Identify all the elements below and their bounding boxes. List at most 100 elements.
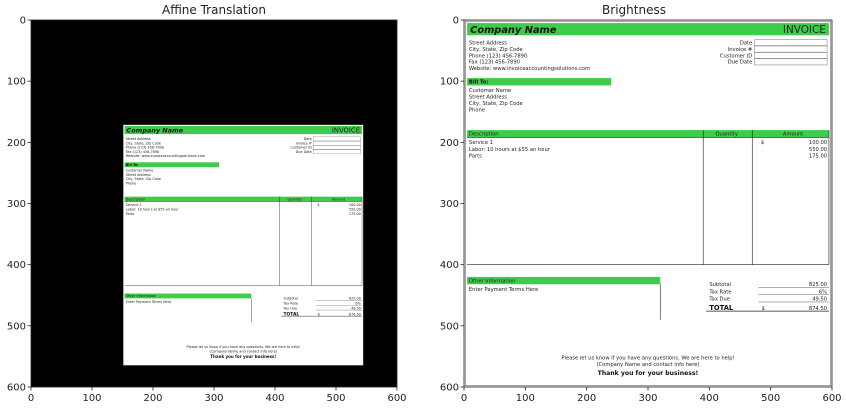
invoice-address-line: City, State, Zip Code bbox=[469, 47, 523, 53]
invoice-total-value: 6% bbox=[819, 289, 827, 295]
invoice-company-name: Company Name bbox=[470, 25, 557, 36]
right-ytick-label: 200 bbox=[440, 138, 459, 149]
invoice-meta-box bbox=[313, 149, 361, 154]
left-ytick-label: 200 bbox=[7, 138, 26, 149]
invoice-table-header-bar bbox=[124, 196, 363, 202]
invoice-billto-line: City, State, Zip Code bbox=[126, 177, 161, 181]
invoice-total-label: Subtotal bbox=[709, 282, 731, 288]
left-xtick-label: 300 bbox=[204, 393, 223, 404]
invoice-billto-line: Street Address bbox=[469, 95, 507, 101]
invoice-meta-box bbox=[754, 52, 828, 59]
invoice-other-label: Other Information bbox=[469, 278, 515, 284]
invoice-footer-thanks: Thank you for your business! bbox=[210, 354, 276, 359]
invoice-footer-line: Please let us know if you have any quest… bbox=[187, 345, 300, 349]
right-xtick-label: 500 bbox=[761, 393, 780, 404]
invoice-total-label: Subtotal bbox=[284, 297, 298, 301]
invoice-address-line: Website: www.invoiceaccountingsolutions.… bbox=[469, 66, 590, 72]
invoice-total-label: Tax Due bbox=[708, 297, 730, 303]
invoice-col-quantity: Quantity bbox=[288, 197, 303, 201]
invoice-billto-line: Customer Name bbox=[469, 88, 511, 94]
invoice-address-line: Street Address bbox=[126, 137, 151, 141]
right-ytick-label: 400 bbox=[440, 260, 459, 271]
invoice-footer-thanks: Thank you for your business! bbox=[598, 370, 699, 377]
invoice-billto-line: City, State, Zip Code bbox=[469, 101, 523, 107]
invoice-grand-total-label: TOTAL bbox=[709, 304, 734, 312]
right-xtick-label: 200 bbox=[577, 393, 596, 404]
invoice-title: INVOICE bbox=[783, 24, 826, 36]
invoice-address-line: Street Address bbox=[469, 40, 507, 46]
invoice-total-value: 6% bbox=[355, 301, 361, 305]
right-xtick-label: 100 bbox=[516, 393, 535, 404]
invoice-billto-line: Phone bbox=[469, 107, 485, 113]
invoice-total-label: Tax Rate bbox=[283, 301, 298, 305]
invoice-total-value: 49.50 bbox=[351, 306, 361, 310]
right-ytick-label: 300 bbox=[440, 199, 459, 210]
invoice-row-description: Service 1 bbox=[126, 203, 142, 207]
invoice-header-bar bbox=[124, 126, 363, 135]
invoice-total-value: 825.00 bbox=[349, 297, 361, 301]
invoice-row-amount: 100.00 bbox=[349, 203, 361, 207]
invoice-grand-total-currency: $ bbox=[318, 312, 320, 316]
left-ytick-label: 0 bbox=[20, 16, 26, 27]
right-ytick-label: 500 bbox=[440, 321, 459, 332]
invoice-header-bar bbox=[467, 23, 829, 36]
invoice-meta-label: Customer ID bbox=[720, 53, 752, 59]
left-xtick-label: 500 bbox=[326, 393, 345, 404]
invoice-meta-box bbox=[313, 141, 361, 146]
invoice-total-label: Tax Rate bbox=[708, 289, 731, 295]
invoice-grand-total-currency: $ bbox=[761, 306, 764, 312]
invoice-col-quantity: Quantity bbox=[715, 132, 737, 138]
right-xtick-label: 0 bbox=[461, 393, 467, 404]
invoice-company-name: Company Name bbox=[127, 126, 184, 134]
left-xtick-label: 200 bbox=[143, 393, 162, 404]
invoice-footer-line: Please let us know if you have any quest… bbox=[561, 355, 734, 361]
invoice-meta-label: Customer ID bbox=[290, 146, 312, 150]
invoice-address-line: Phone (123) 456-7890 bbox=[126, 146, 164, 150]
invoice-other-bar bbox=[467, 276, 661, 285]
invoice-col-amount: Amount bbox=[332, 197, 346, 201]
invoice-meta-label: Invoice # bbox=[296, 141, 312, 145]
invoice-other-line: Enter Payment Terms Here bbox=[469, 287, 538, 293]
right-xtick-label: 300 bbox=[638, 393, 657, 404]
left-xtick-label: 400 bbox=[265, 393, 284, 404]
invoice-meta-label: Due Date bbox=[728, 60, 753, 66]
invoice-billto-label: Bill To: bbox=[126, 163, 139, 167]
invoice-page bbox=[123, 124, 364, 366]
invoice-billto-line: Phone bbox=[126, 181, 137, 185]
invoice-grand-total-value: 874.50 bbox=[349, 312, 361, 316]
invoice-row-amount: 550.00 bbox=[809, 147, 827, 153]
invoice-address-line: City, State, Zip Code bbox=[126, 141, 161, 145]
left-xtick-label: 0 bbox=[28, 393, 34, 404]
invoice-col-description: Description bbox=[469, 132, 499, 138]
invoice-footer-line: (Company Name and contact info here) bbox=[210, 349, 278, 353]
invoice-billto-line: Street Address bbox=[126, 173, 151, 177]
invoice-grand-total-label: TOTAL bbox=[284, 311, 300, 317]
invoice-address-line: Fax (123) 456-7890 bbox=[126, 150, 159, 154]
left-ytick-label: 300 bbox=[7, 199, 26, 210]
invoice-meta-box bbox=[754, 58, 828, 66]
invoice-row-currency: $ bbox=[761, 140, 764, 146]
invoice-row-currency: $ bbox=[317, 203, 319, 207]
invoice-meta-box bbox=[313, 145, 361, 150]
invoice-meta-box bbox=[754, 45, 828, 53]
right-ytick-label: 100 bbox=[440, 77, 459, 88]
invoice-row-amount: 550.00 bbox=[349, 207, 361, 211]
invoice-meta-label: Date bbox=[740, 40, 752, 46]
left-ytick-label: 400 bbox=[7, 260, 26, 271]
invoice-meta-label: Due Date bbox=[296, 150, 312, 154]
invoice-row-amount: 175.00 bbox=[349, 212, 361, 216]
invoice-billto-label: Bill To: bbox=[469, 80, 489, 86]
invoice-row-description: Labor: 10 hours at $55 an hour bbox=[126, 207, 180, 211]
invoice-address-line: Website: www.invoiceaccountingsolutions.… bbox=[126, 154, 206, 158]
invoice-other-line: Enter Payment Terms Here bbox=[126, 300, 171, 304]
invoice-row-description: Parts bbox=[126, 212, 135, 216]
invoice-total-value: 825.00 bbox=[809, 282, 827, 288]
left-ytick-label: 600 bbox=[7, 383, 26, 394]
invoice-row-description: Parts bbox=[469, 154, 482, 160]
